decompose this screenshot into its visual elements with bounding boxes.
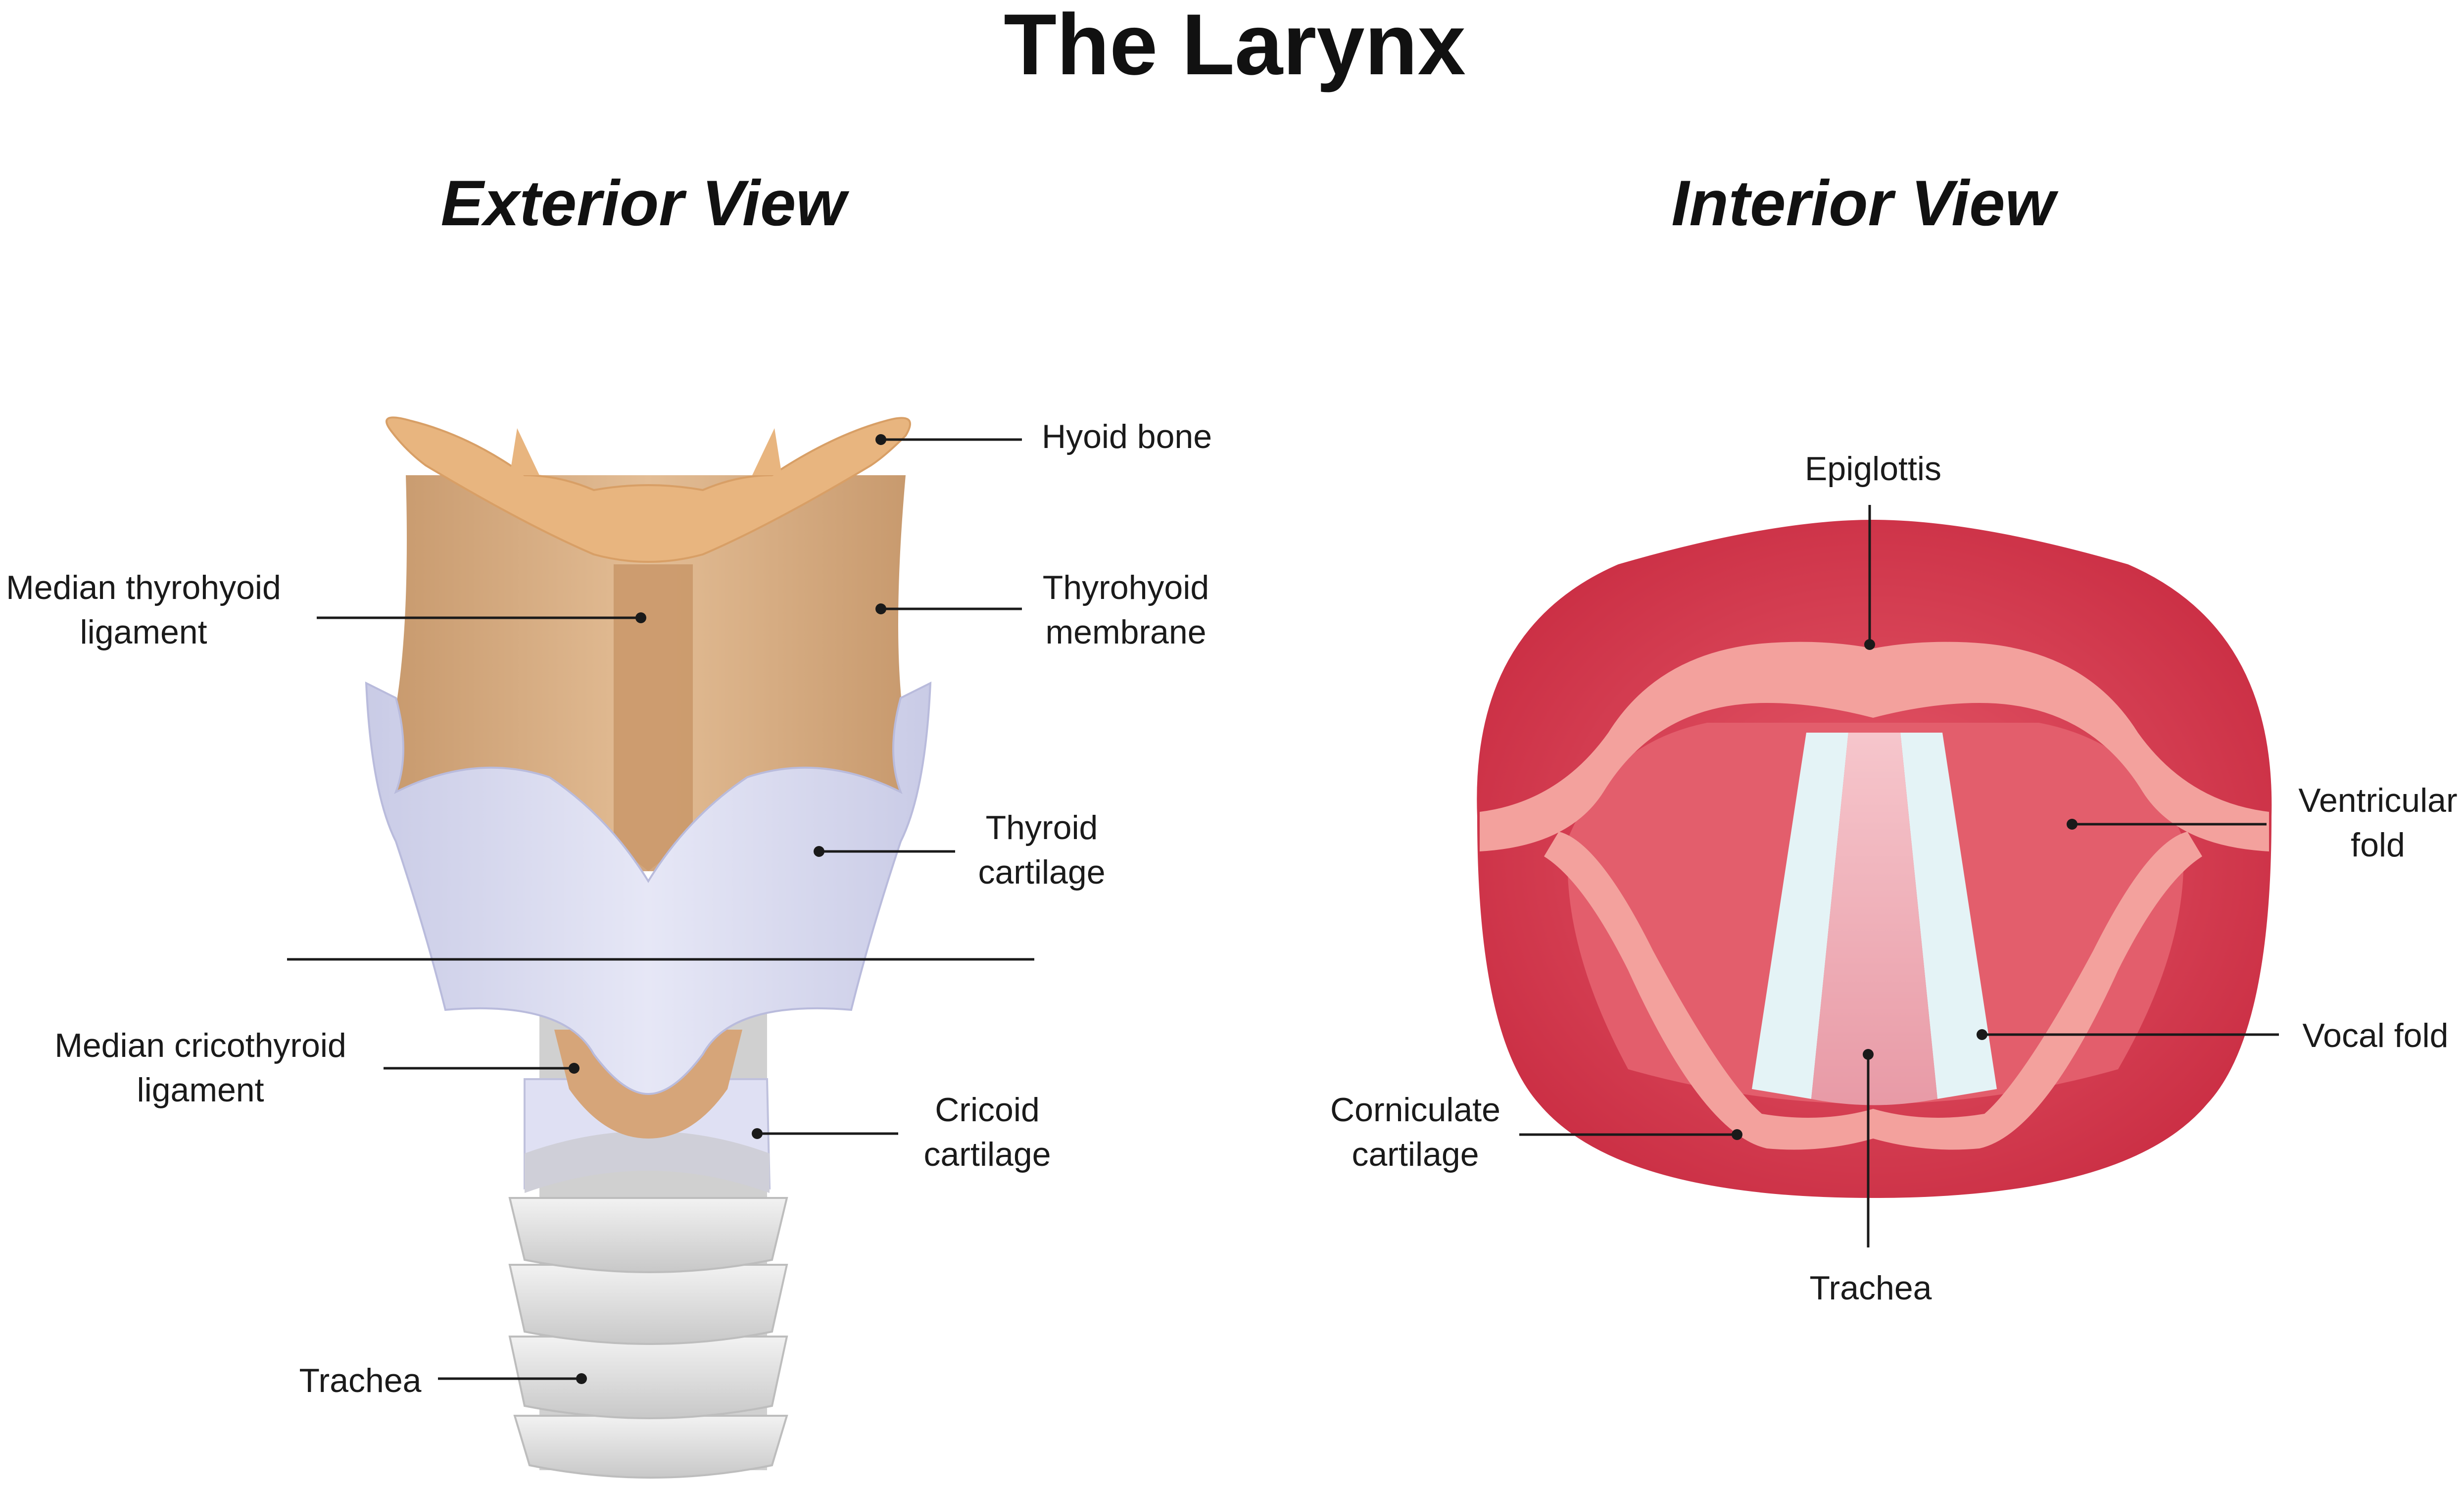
label-vocal-fold: Vocal fold <box>2303 1017 2449 1054</box>
label-thyrohyoid-membrane-line2: membrane <box>1045 613 1206 651</box>
label-median-cricothyroid-line2: ligament <box>137 1071 264 1109</box>
label-median-thyrohyoid-line1: Median thyrohyoid <box>6 569 281 606</box>
interior-view-heading: Interior View <box>1671 167 2059 239</box>
exterior-view-heading: Exterior View <box>441 167 850 239</box>
interior-illustration <box>1477 520 2272 1198</box>
vocal-fold-left-shape <box>1752 733 1848 1099</box>
label-trachea-exterior: Trachea <box>299 1362 422 1399</box>
label-thyroid-cartilage-line2: cartilage <box>978 853 1105 891</box>
label-corniculate-line2: cartilage <box>1352 1136 1479 1173</box>
label-median-thyrohyoid-line2: ligament <box>80 613 207 651</box>
cricoid-lower-band <box>525 1131 770 1193</box>
hyoid-lesser-horn-left <box>510 428 539 475</box>
diagram-title: The Larynx <box>1004 0 1466 93</box>
trachea-ring-2 <box>508 1264 788 1345</box>
label-trachea-interior: Trachea <box>1810 1269 1932 1307</box>
trachea-ring-1 <box>508 1197 788 1273</box>
aryepiglottic-fold-ring <box>1544 832 2202 1150</box>
label-hyoid-bone: Hyoid bone <box>1042 418 1212 455</box>
exterior-illustration <box>365 416 932 1479</box>
label-median-cricothyroid-line1: Median cricothyroid <box>54 1027 346 1064</box>
median-thyrohyoid-ligament-shape <box>614 564 693 871</box>
interior-leaders <box>1519 505 2279 1247</box>
trachea-ring-3 <box>508 1336 788 1419</box>
thyroid-cartilage-shape <box>365 681 932 1095</box>
label-cricoid-line2: cartilage <box>923 1136 1051 1173</box>
ventricular-fold-band <box>1480 642 2269 851</box>
exterior-leaders <box>287 434 1034 1384</box>
label-ventricular-fold-line2: fold <box>2351 826 2405 864</box>
label-thyroid-cartilage-line1: Thyroid <box>986 809 1098 846</box>
label-cricoid-line1: Cricoid <box>935 1091 1040 1129</box>
hyoid-lesser-horn-right <box>752 428 782 475</box>
label-thyrohyoid-membrane-line1: Thyrohyoid <box>1043 569 1209 606</box>
trachea-interior-shape <box>1811 733 1937 1105</box>
label-epiglottis: Epiglottis <box>1805 450 1941 488</box>
vocal-fold-right-shape <box>1900 733 1997 1099</box>
label-corniculate-line1: Corniculate <box>1330 1091 1500 1129</box>
label-ventricular-fold-line1: Ventricular <box>2298 782 2457 819</box>
hyoid-bone-shape <box>386 416 911 563</box>
trachea-ring-4 <box>513 1415 788 1479</box>
